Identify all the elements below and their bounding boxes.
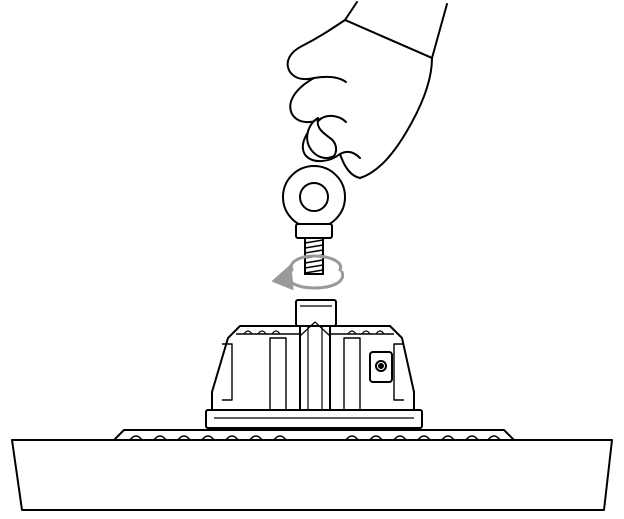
fixture-heatsink-fins (129, 435, 501, 441)
fixture-housing-inner-right (393, 343, 404, 401)
hand-finger (306, 117, 338, 159)
rotation-arc-front (271, 263, 345, 291)
fixture-spine-top (299, 321, 331, 337)
fixture-housing-inner-left (222, 343, 233, 401)
eye-bolt-hole (299, 182, 329, 212)
fixture-top-boss (295, 299, 337, 327)
eye-bolt-collar (295, 223, 333, 239)
rotate-clockwise-icon (271, 254, 345, 291)
fixture-junction-box (369, 351, 393, 383)
eye-bolt-icon (282, 165, 346, 275)
hand-icon (286, 1, 448, 179)
fixture-housing-base (205, 409, 423, 429)
finger-crease-1 (313, 75, 347, 83)
finger-crease-2 (321, 114, 347, 123)
finger-crease-3 (339, 150, 361, 159)
high-bay-light-icon (11, 299, 613, 511)
fixture-rim-bumps (243, 330, 385, 335)
fixture-reflector (11, 439, 613, 511)
